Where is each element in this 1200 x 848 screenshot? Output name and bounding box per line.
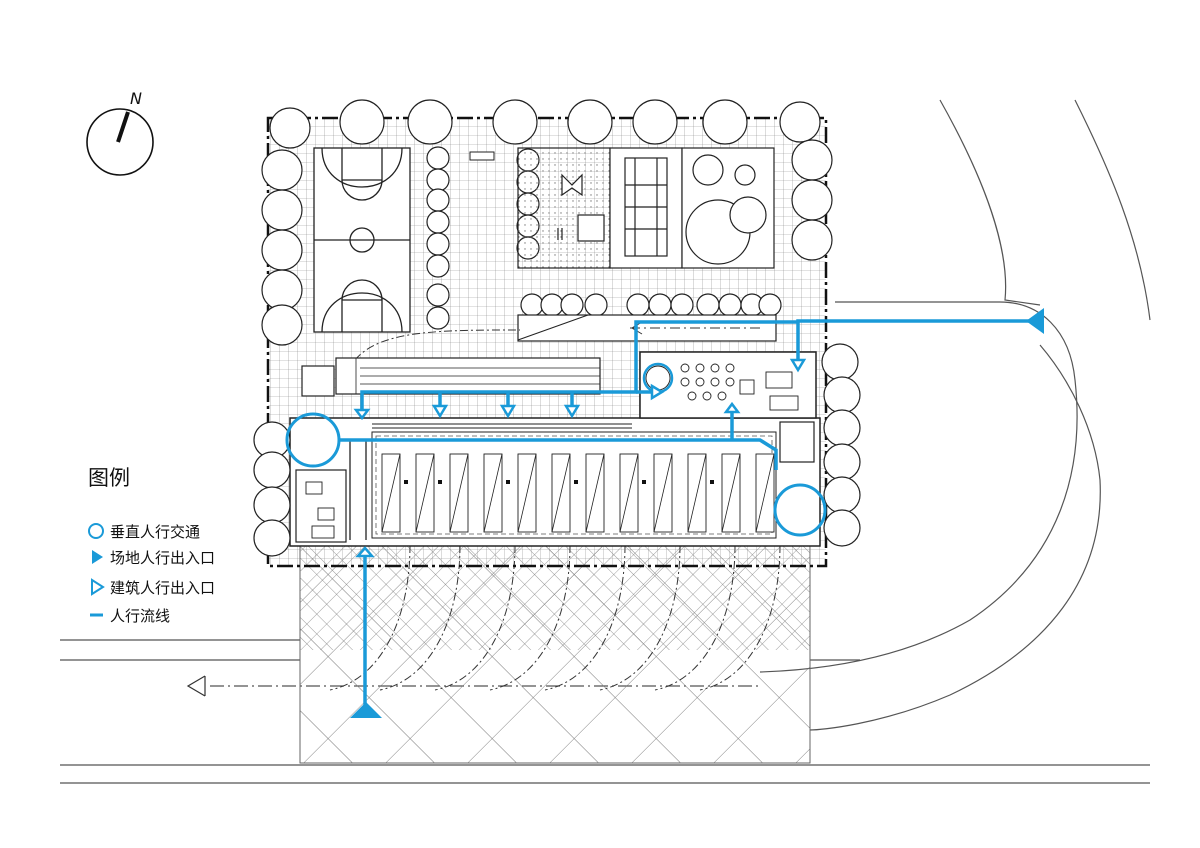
dash-line-icon <box>86 604 108 626</box>
washroom-fixtures <box>305 481 335 539</box>
legend-label: 场地人行出入口 <box>110 548 216 567</box>
legend-item-site-entrance: 场地人行出入口 <box>86 546 215 568</box>
east-rooms <box>779 421 815 463</box>
ramp-lines <box>329 544 781 691</box>
vertical-circulation-east <box>773 483 827 537</box>
bench-icon <box>469 151 495 161</box>
tennis-court <box>624 157 668 257</box>
facade-louvers <box>372 423 632 429</box>
road-lines <box>759 99 1151 731</box>
ramp-divider <box>517 314 589 341</box>
cafe-tables <box>645 363 799 411</box>
trees-perimeter <box>253 99 861 557</box>
stall-diagonals <box>381 453 775 533</box>
circle-pavilions <box>685 154 767 265</box>
filled-triangle-icon <box>86 546 108 568</box>
stair-northwest <box>301 365 335 397</box>
play-equipment <box>557 173 605 242</box>
parking-hall <box>371 431 777 539</box>
legend-label: 人行流线 <box>110 606 171 625</box>
building-entrance-icons <box>353 358 807 558</box>
columns <box>404 480 714 484</box>
basketball-court <box>313 147 411 333</box>
legend-label: 建筑人行出入口 <box>110 578 216 597</box>
site-entrance-south-icon <box>350 702 382 718</box>
exit-arrow-icon <box>186 675 206 697</box>
legend-label: 垂直人行交通 <box>110 522 201 541</box>
site-boundary <box>266 116 828 568</box>
legend-title: 图例 <box>88 466 130 490</box>
bleacher-lines <box>355 358 600 394</box>
legend-item-vertical: 垂直人行交通 <box>86 520 200 542</box>
vertical-circulation-northwest <box>285 412 341 468</box>
site-entrance-east-icon <box>1026 308 1044 334</box>
circle-outline-icon <box>86 520 108 542</box>
north-label: N <box>130 89 142 108</box>
tennis-court-area <box>609 147 683 269</box>
pedestrian-flow-lines <box>340 319 1030 708</box>
legend-item-flow-line: 人行流线 <box>86 604 170 626</box>
north-arrow-icon: N <box>86 89 154 176</box>
outline-triangle-icon <box>86 576 108 598</box>
play-area <box>517 147 611 269</box>
driveway-dashed <box>354 329 521 361</box>
ramp-arrow-icon <box>631 321 643 335</box>
legend-item-building-entrance: 建筑人行出入口 <box>86 576 215 598</box>
